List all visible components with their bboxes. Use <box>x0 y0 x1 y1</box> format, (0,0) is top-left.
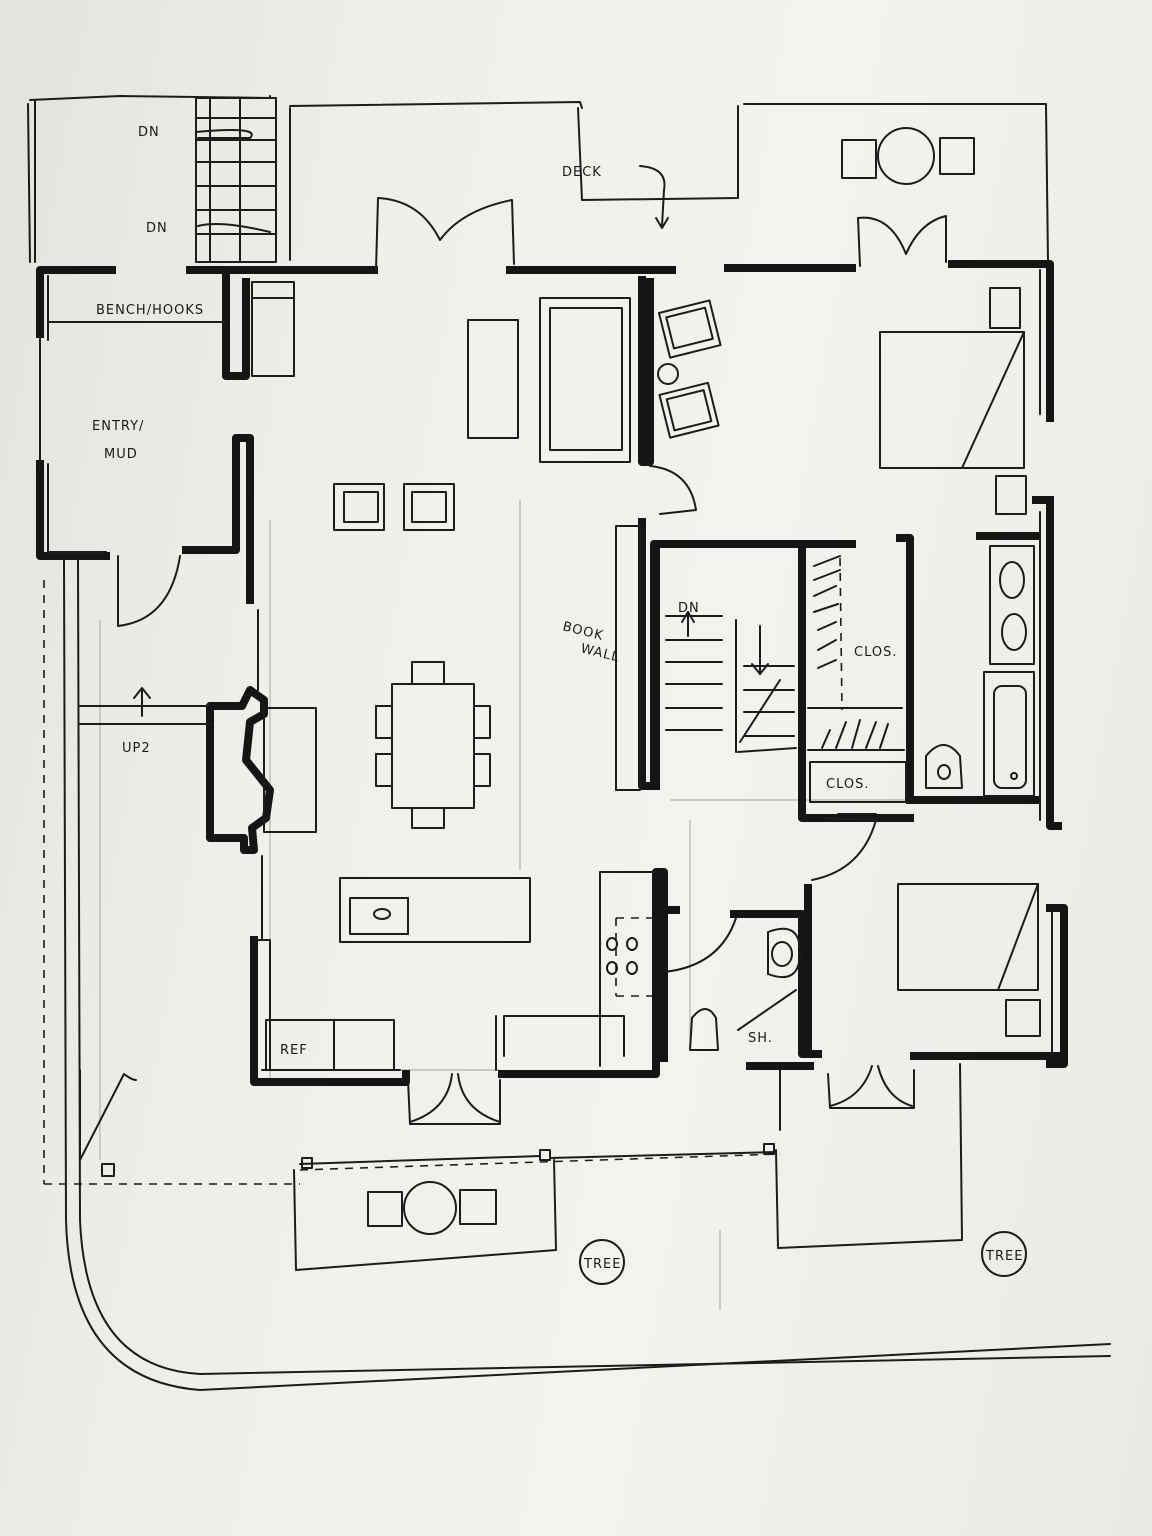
main-stair <box>665 611 797 753</box>
deck-table-top <box>841 127 975 185</box>
door-swings <box>117 197 947 1125</box>
label-dn-mid: DN <box>146 221 168 236</box>
label-entry: ENTRY/ <box>92 419 144 434</box>
bench-area <box>47 281 295 377</box>
label-clos-upper: CLOS. <box>854 645 897 660</box>
label-up2: UP2 <box>122 741 151 756</box>
label-sh: SH. <box>748 1031 773 1046</box>
dining-table <box>375 661 491 829</box>
top-porch-outline <box>27 95 1049 263</box>
top-stair <box>195 97 277 263</box>
label-mud: MUD <box>104 447 138 462</box>
label-dn-stair: DN <box>678 601 700 616</box>
underlay-lines <box>99 500 940 1310</box>
front-patio <box>293 1063 963 1271</box>
label-deck: DECK <box>562 165 602 180</box>
living-furniture <box>333 297 722 531</box>
site-path <box>39 333 1111 1391</box>
kitchen <box>265 871 657 1071</box>
label-dn-top: DN <box>138 125 160 140</box>
label-tree-right: TREE <box>985 1249 1023 1264</box>
lower-bath <box>689 927 801 1051</box>
tree-right-circle <box>981 1231 1027 1277</box>
walls <box>36 260 1068 1086</box>
closets <box>807 555 907 815</box>
deck-arrow <box>639 165 669 229</box>
hearth <box>263 707 317 833</box>
book-wall <box>615 525 641 791</box>
label-bench-hooks: BENCH/HOOKS <box>96 303 204 318</box>
label-tree-left: TREE <box>583 1257 621 1272</box>
label-book: BOOK <box>561 619 605 644</box>
label-ref: REF <box>280 1043 308 1058</box>
label-clos-lower: CLOS. <box>826 777 869 792</box>
upper-bath <box>925 545 1035 797</box>
bedroom-2 <box>897 883 1041 1037</box>
bedroom-1 <box>879 287 1027 515</box>
tree-left-circle <box>579 1239 625 1285</box>
label-wall: WALL <box>579 641 621 665</box>
up2-stair <box>79 609 263 941</box>
